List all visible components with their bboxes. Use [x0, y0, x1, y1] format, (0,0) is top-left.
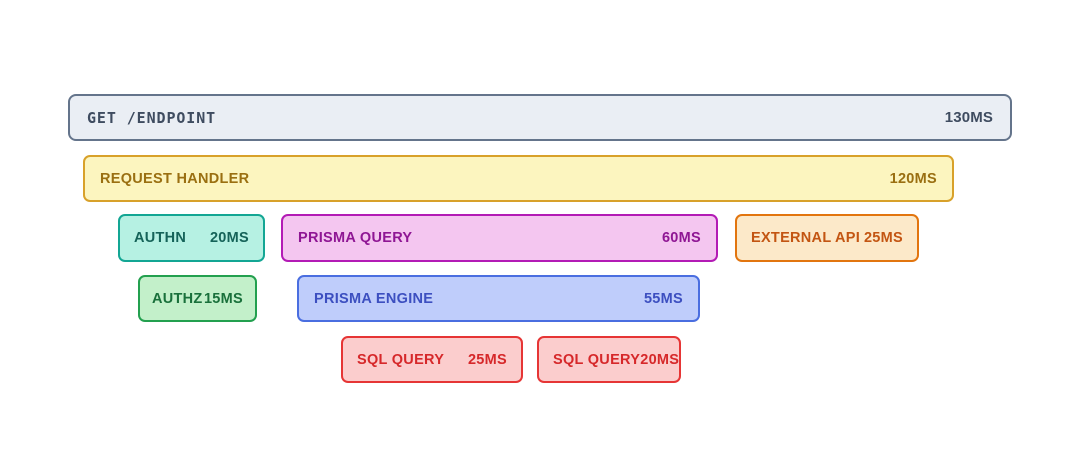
span-bar-external-api[interactable]: EXTERNAL API 25MS	[735, 214, 919, 262]
span-duration-sql-query-1: 25MS	[467, 351, 507, 368]
span-bar-get-endpoint[interactable]: GET /ENDPOINT 130MS	[68, 94, 1012, 141]
span-label-authn: AUTHN	[134, 230, 187, 246]
span-label-authz: AUTHZ	[152, 290, 203, 307]
span-duration-sql-query-2: 20MS	[640, 351, 680, 368]
span-duration-external-api: 25MS	[863, 230, 903, 246]
span-bar-prisma-engine[interactable]: PRISMA ENGINE 55MS	[297, 275, 700, 322]
span-duration-prisma-query: 60MS	[661, 230, 701, 246]
span-duration-prisma-engine: 55MS	[643, 290, 683, 307]
span-label-sql-query-2: SQL QUERY	[553, 351, 641, 368]
span-bar-authz[interactable]: AUTHZ 15MS	[138, 275, 257, 322]
span-label-request-handler: REQUEST HANDLER	[100, 170, 250, 187]
span-duration-authz: 15MS	[203, 290, 243, 307]
span-label-external-api: EXTERNAL API	[751, 230, 861, 246]
span-duration-authn: 20MS	[209, 230, 249, 246]
span-label-prisma-engine: PRISMA ENGINE	[314, 290, 434, 307]
span-bar-prisma-query[interactable]: PRISMA QUERY 60MS	[281, 214, 718, 262]
span-bar-request-handler[interactable]: REQUEST HANDLER 120MS	[83, 155, 954, 202]
span-label-get-endpoint: GET /ENDPOINT	[87, 108, 217, 127]
span-label-sql-query-1: SQL QUERY	[357, 351, 445, 368]
span-bar-sql-query-1[interactable]: SQL QUERY 25MS	[341, 336, 523, 383]
span-duration-get-endpoint: 130MS	[944, 109, 993, 126]
span-bar-authn[interactable]: AUTHN 20MS	[118, 214, 265, 262]
span-bar-sql-query-2[interactable]: SQL QUERY 20MS	[537, 336, 681, 383]
span-duration-request-handler: 120MS	[889, 170, 937, 187]
span-label-prisma-query: PRISMA QUERY	[298, 230, 413, 246]
